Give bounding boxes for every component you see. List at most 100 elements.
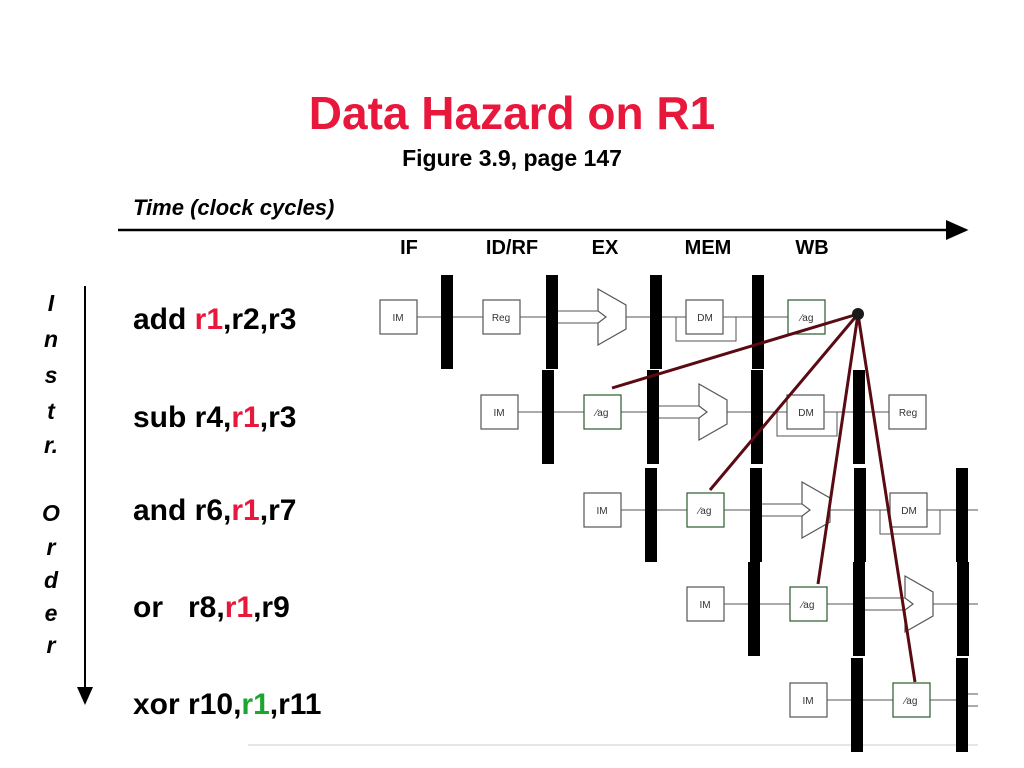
forwarded-register: r1 [241, 688, 270, 721]
writeback-source-dot [852, 308, 864, 320]
hazard-dependency-line [708, 313, 860, 491]
order-letter: r. [43, 432, 59, 458]
stage-label-if: IF [400, 237, 418, 259]
stage-label-ex: EX [591, 237, 619, 259]
pipeline-latch [546, 275, 558, 369]
instruction-text: and r6, [133, 494, 232, 527]
register-file-write [888, 394, 927, 430]
pipeline-latch [647, 370, 659, 464]
pipeline-latch [441, 275, 453, 369]
order-letter: I [47, 290, 55, 316]
order-letter: d [43, 567, 59, 593]
instruction-text: ,r3 [259, 401, 297, 434]
pipeline-row: IM ∕ag DM Reg [583, 468, 1024, 562]
reg-read-label: Reg [492, 313, 510, 324]
stage-label-mem: MEM [684, 237, 732, 259]
pipeline-latch [851, 658, 863, 752]
hazard-register: r1 [231, 494, 260, 527]
im-block [480, 394, 519, 430]
pipe-wire [983, 604, 1024, 628]
instruction-text: ,r7 [259, 494, 297, 527]
instruction-text: or r8, [133, 591, 225, 624]
hazard-dependency-line [816, 313, 860, 585]
instruction-text: ,r2,r3 [223, 303, 297, 336]
order-letter: n [43, 326, 59, 352]
instruction-and: and r6,r1,r7 [133, 494, 296, 528]
pipeline-latch [854, 468, 866, 562]
pipeline-latch [956, 658, 968, 752]
im-block [686, 586, 725, 622]
alu-block [1008, 672, 1024, 728]
instruction-text: sub r4, [133, 401, 232, 434]
row-content: IM Reg DM ∕ag [379, 275, 826, 369]
time-axis-label: Time (clock cycles) [133, 195, 335, 220]
register-file-read [686, 492, 725, 528]
alu-block [597, 287, 627, 347]
instruction-text: xor r10, [133, 688, 242, 721]
register-file-read [482, 299, 521, 335]
order-letter: e [44, 600, 58, 626]
alu-block [904, 574, 934, 634]
hazard-register: r1 [231, 401, 260, 434]
im-label: IM [596, 506, 607, 517]
dm-label: DM [1004, 600, 1020, 611]
dm-block [993, 587, 1024, 621]
instruction-add: add r1,r2,r3 [133, 303, 296, 337]
im-label: IM [802, 696, 813, 707]
im-label: IM [392, 313, 403, 324]
instruction-xor: xor r10,r1,r11 [133, 688, 322, 722]
order-letter: r [46, 632, 56, 658]
reg-read-label: ∕ag [902, 696, 918, 707]
reg-write-label: Reg [899, 408, 917, 419]
stage-label-id-rf: ID/RF [485, 237, 539, 259]
pipeline-latch [645, 468, 657, 562]
dm-label: DM [798, 408, 814, 419]
reg-read-label: ∕ag [593, 408, 609, 419]
dm-block [889, 492, 928, 528]
instruction-or: or r8,r1,r9 [133, 591, 290, 625]
pipeline-latch [750, 468, 762, 562]
pipe-wire [675, 317, 737, 342]
im-label: IM [493, 408, 504, 419]
hazard-register: r1 [194, 303, 224, 336]
reg-read-label: ∕ag [696, 506, 712, 517]
instruction-text: add [133, 303, 195, 336]
pipeline-latch [650, 275, 662, 369]
pipeline-latch [751, 370, 763, 464]
row-content: IM ∕ag DM Reg [583, 468, 1024, 562]
slide-title: Data Hazard on R1 [308, 87, 716, 139]
stage-label-wb: WB [795, 237, 829, 259]
order-letter: s [44, 362, 58, 388]
im-block [379, 299, 418, 335]
pipe-wire [776, 412, 838, 437]
pipeline-latch [853, 370, 865, 464]
register-file-write [992, 493, 1024, 527]
pipeline-latch [853, 562, 865, 656]
pipeline-row: IM Reg DM ∕ag [379, 275, 826, 369]
instruction-text: ,r9 [253, 591, 290, 624]
order-letter: t [47, 398, 55, 424]
pipeline-row: IM ∕ag DM Reg [480, 370, 927, 464]
pipeline-latch [748, 562, 760, 656]
instruction-text: ,r11 [269, 688, 322, 721]
order-letter: r [46, 534, 56, 560]
dm-label: DM [697, 313, 713, 324]
alu-block [698, 382, 728, 442]
pipeline-latch [957, 562, 969, 656]
pipe-wire [879, 510, 941, 535]
pipeline-latch [542, 370, 554, 464]
register-file-read [583, 394, 622, 430]
figure-reference: Figure 3.9, page 147 [402, 145, 622, 171]
im-label: IM [699, 600, 710, 611]
reg-write-label: Reg [1002, 506, 1020, 517]
dm-label: DM [901, 506, 917, 517]
reg-write-label: ∕ag [798, 313, 814, 324]
hazard-dependency-line [856, 313, 917, 683]
row-content: IM ∕ag DM Reg [480, 370, 927, 464]
dm-block [685, 299, 724, 335]
instruction-sub: sub r4,r1,r3 [133, 401, 296, 435]
